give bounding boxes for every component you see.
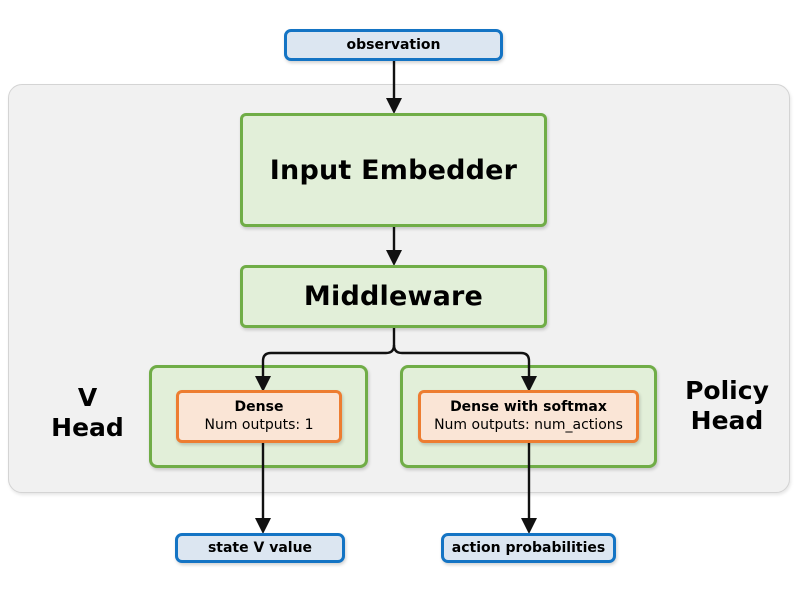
action-probabilities-node[interactable]: action probabilities (441, 533, 616, 563)
policy-head-dense-subtitle: Num outputs: num_actions (434, 416, 623, 433)
observation-label: observation (346, 37, 441, 53)
middleware-label: Middleware (303, 281, 484, 312)
input-embedder-node[interactable]: Input Embedder (240, 113, 547, 227)
arrowhead-action-probabilities (521, 518, 537, 534)
v-head-dense-title: Dense (234, 399, 284, 415)
input-embedder-label: Input Embedder (269, 154, 518, 186)
v-head-dense-subtitle: Num outputs: 1 (204, 416, 314, 433)
action-probabilities-label: action probabilities (451, 540, 606, 556)
state-v-value-label: state V value (207, 540, 313, 556)
policy-head-label: Policy Head (685, 376, 769, 435)
observation-node[interactable]: observation (284, 29, 503, 61)
arrowhead-state-v-value (255, 518, 271, 534)
state-v-value-node[interactable]: state V value (175, 533, 345, 563)
policy-head-dense-node[interactable]: Dense with softmax Num outputs: num_acti… (418, 390, 639, 443)
v-head-dense-node[interactable]: Dense Num outputs: 1 (176, 390, 342, 443)
v-head-label: V Head (51, 383, 124, 442)
middleware-node[interactable]: Middleware (240, 265, 547, 328)
policy-head-dense-title: Dense with softmax (450, 399, 607, 415)
